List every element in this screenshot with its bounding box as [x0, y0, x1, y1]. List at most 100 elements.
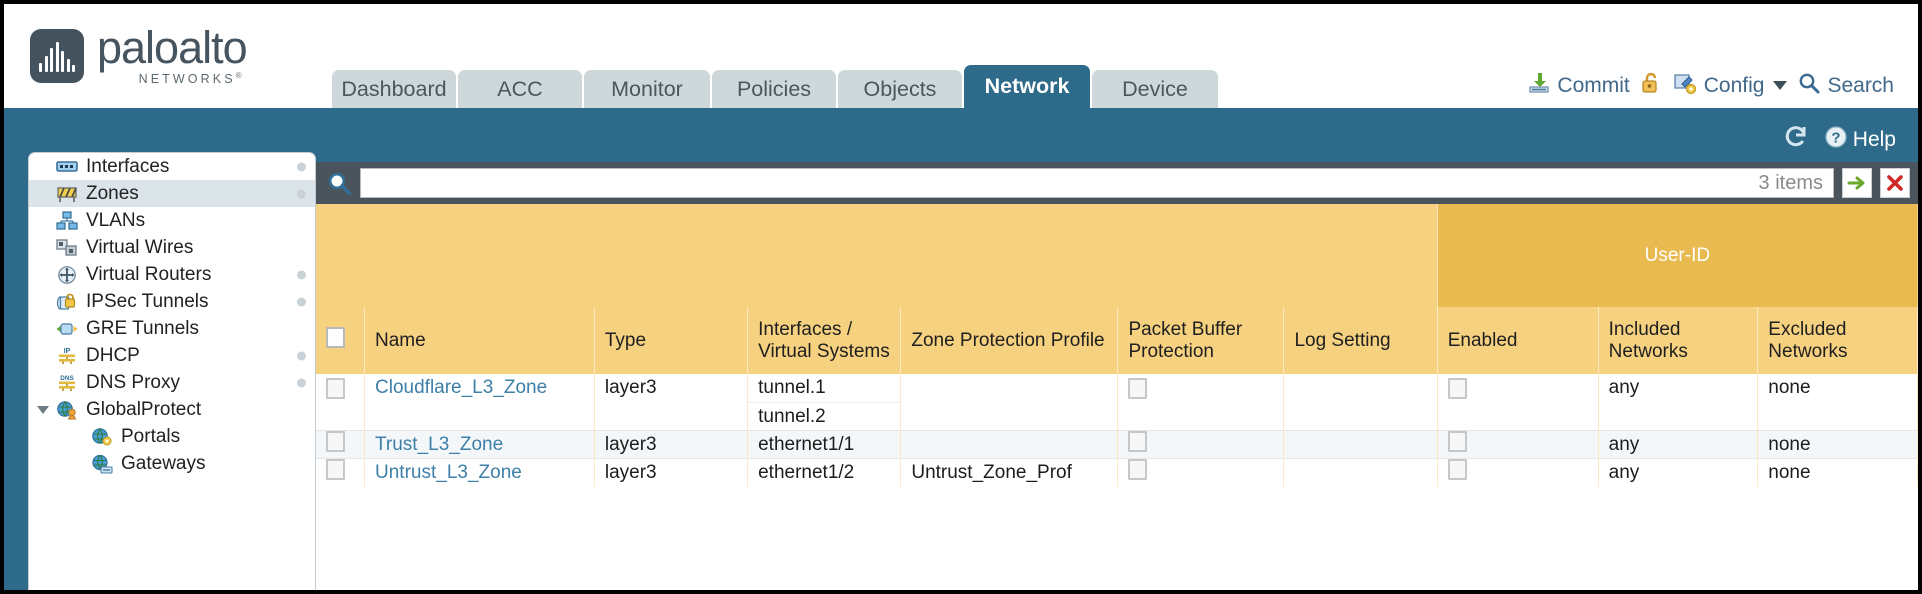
band-actions: ? Help: [1782, 124, 1896, 155]
tab-dashboard[interactable]: Dashboard: [332, 70, 456, 108]
userid-enabled-checkbox[interactable]: [1447, 459, 1467, 481]
zone-name-link[interactable]: Cloudflare_L3_Zone: [375, 377, 548, 398]
sidebar-item-virtual-wires[interactable]: Virtual Wires: [29, 234, 315, 261]
tab-objects[interactable]: Objects: [838, 70, 962, 108]
zones-table: User-ID Name Type Interfaces / Virtual S…: [316, 204, 1918, 487]
apply-filter-button[interactable]: [1842, 168, 1872, 198]
packet-buffer-protection-cell[interactable]: [1117, 430, 1285, 459]
log-setting-cell: [1283, 374, 1438, 431]
row-select-cell[interactable]: [316, 430, 366, 459]
sidebar-item-dhcp[interactable]: IP DHCP: [29, 342, 315, 369]
sidebar-item-globalprotect[interactable]: GlobalProtect: [29, 396, 315, 423]
packet-buffer-protection-checkbox[interactable]: [1128, 378, 1148, 399]
column-header-name[interactable]: Name: [364, 307, 595, 374]
expand-triangle-icon[interactable]: [37, 405, 49, 414]
userid-enabled-checkbox[interactable]: [1447, 431, 1467, 452]
sidebar-item-label: Virtual Wires: [86, 236, 194, 258]
userid-enabled-cell[interactable]: [1437, 430, 1599, 459]
sub-header-band: ? Help: [4, 108, 1918, 162]
help-question-icon: ?: [1824, 125, 1848, 155]
userid-enabled-cell[interactable]: [1437, 458, 1599, 487]
magnifier-icon[interactable]: [326, 170, 352, 196]
sidebar-item-zones[interactable]: Zones: [29, 180, 315, 207]
column-header-enabled[interactable]: Enabled: [1437, 307, 1599, 374]
svg-text:?: ?: [1831, 129, 1840, 146]
sidebar-status-dot: [297, 270, 306, 279]
config-menu[interactable]: Config: [1672, 71, 1788, 100]
sidebar-item-virtual-routers[interactable]: Virtual Routers: [29, 261, 315, 288]
select-all-checkbox[interactable]: [326, 327, 345, 348]
group-header-spacer: [316, 204, 1438, 307]
column-header-interfaces[interactable]: Interfaces / Virtual Systems: [747, 307, 902, 374]
gre-tunnels-icon: [56, 319, 78, 339]
zones-table-head: User-ID Name Type Interfaces / Virtual S…: [316, 204, 1918, 374]
sidebar-item-gateways[interactable]: Gateways: [29, 450, 315, 477]
brand-sub-text: NETWORKS: [138, 72, 236, 87]
included-networks-cell: any: [1598, 430, 1759, 459]
sidebar-item-label: Gateways: [121, 452, 206, 474]
search-input[interactable]: 3 items: [360, 168, 1834, 198]
row-checkbox[interactable]: [326, 378, 345, 399]
tab-acc[interactable]: ACC: [458, 70, 582, 108]
row-select-cell[interactable]: [316, 458, 366, 487]
sidebar-item-label: DNS Proxy: [86, 371, 180, 393]
packet-buffer-protection-cell[interactable]: [1117, 374, 1285, 431]
sidebar-item-gre-tunnels[interactable]: GRE Tunnels: [29, 315, 315, 342]
column-header-packet-buffer-protection[interactable]: Packet Buffer Protection: [1117, 307, 1285, 374]
brand-name: paloalto: [97, 22, 248, 73]
clear-filter-button[interactable]: [1880, 168, 1910, 198]
search-button[interactable]: Search: [1797, 71, 1894, 100]
table-row[interactable]: Untrust_L3_Zone layer3 ethernet1/2 Untru…: [316, 458, 1918, 487]
userid-enabled-checkbox[interactable]: [1447, 378, 1467, 399]
column-header-type[interactable]: Type: [594, 307, 749, 374]
tab-policies[interactable]: Policies: [712, 70, 836, 108]
select-all-header[interactable]: [316, 307, 366, 374]
zone-name-link[interactable]: Trust_L3_Zone: [375, 433, 504, 455]
column-header-zone-protection-profile[interactable]: Zone Protection Profile: [900, 307, 1119, 374]
header-tools: Commit: [1527, 71, 1894, 100]
zone-name-cell[interactable]: Cloudflare_L3_Zone: [364, 374, 595, 431]
sidebar-status-dot: [297, 189, 306, 198]
interface-item: tunnel.2: [748, 402, 901, 430]
sidebar-status-dot: [297, 351, 306, 360]
column-header-log-setting[interactable]: Log Setting: [1283, 307, 1438, 374]
virtual-routers-icon: [56, 265, 78, 285]
zone-name-link[interactable]: Untrust_L3_Zone: [375, 461, 522, 483]
log-setting-cell: [1283, 458, 1438, 487]
row-select-cell[interactable]: [316, 374, 366, 431]
column-header-excluded-networks[interactable]: Excluded Networks: [1757, 307, 1918, 374]
zone-name-cell[interactable]: Trust_L3_Zone: [364, 430, 595, 459]
zone-name-cell[interactable]: Untrust_L3_Zone: [364, 458, 595, 487]
config-wrench-key-icon: [1672, 71, 1698, 100]
sidebar-item-portals[interactable]: Portals: [29, 423, 315, 450]
sidebar-status-dot: [297, 378, 306, 387]
zone-protection-profile-cell: [900, 374, 1119, 431]
sidebar-item-label: Portals: [121, 425, 181, 447]
packet-buffer-protection-checkbox[interactable]: [1128, 459, 1148, 481]
tab-monitor[interactable]: Monitor: [584, 70, 710, 108]
packet-buffer-protection-cell[interactable]: [1117, 458, 1285, 487]
sidebar-item-vlans[interactable]: VLANs: [29, 207, 315, 234]
sidebar-item-ipsec-tunnels[interactable]: IPSec Tunnels: [29, 288, 315, 315]
help-button[interactable]: ? Help: [1824, 125, 1896, 155]
row-checkbox[interactable]: [326, 459, 345, 481]
packet-buffer-protection-checkbox[interactable]: [1128, 431, 1148, 452]
chevron-down-icon[interactable]: [1773, 81, 1788, 90]
tab-device[interactable]: Device: [1092, 70, 1218, 108]
commit-button[interactable]: Commit: [1527, 71, 1630, 100]
interface-item: tunnel.1: [758, 377, 826, 398]
table-row[interactable]: Trust_L3_Zone layer3 ethernet1/1 any non…: [316, 430, 1918, 459]
refresh-icon[interactable]: [1782, 124, 1810, 155]
dhcp-ip-icon: IP: [56, 346, 78, 366]
sidebar-item-label: GRE Tunnels: [86, 317, 199, 339]
userid-enabled-cell[interactable]: [1437, 374, 1599, 431]
row-checkbox[interactable]: [326, 431, 345, 452]
excluded-networks-cell: none: [1757, 430, 1918, 459]
column-header-included-networks[interactable]: Included Networks: [1598, 307, 1759, 374]
tab-network[interactable]: Network: [964, 65, 1090, 108]
sidebar-item-interfaces[interactable]: Interfaces: [29, 153, 315, 180]
lock-button[interactable]: [1640, 71, 1662, 100]
help-label: Help: [1852, 127, 1896, 151]
sidebar-item-dns-proxy[interactable]: DNS DNS Proxy: [29, 369, 315, 396]
